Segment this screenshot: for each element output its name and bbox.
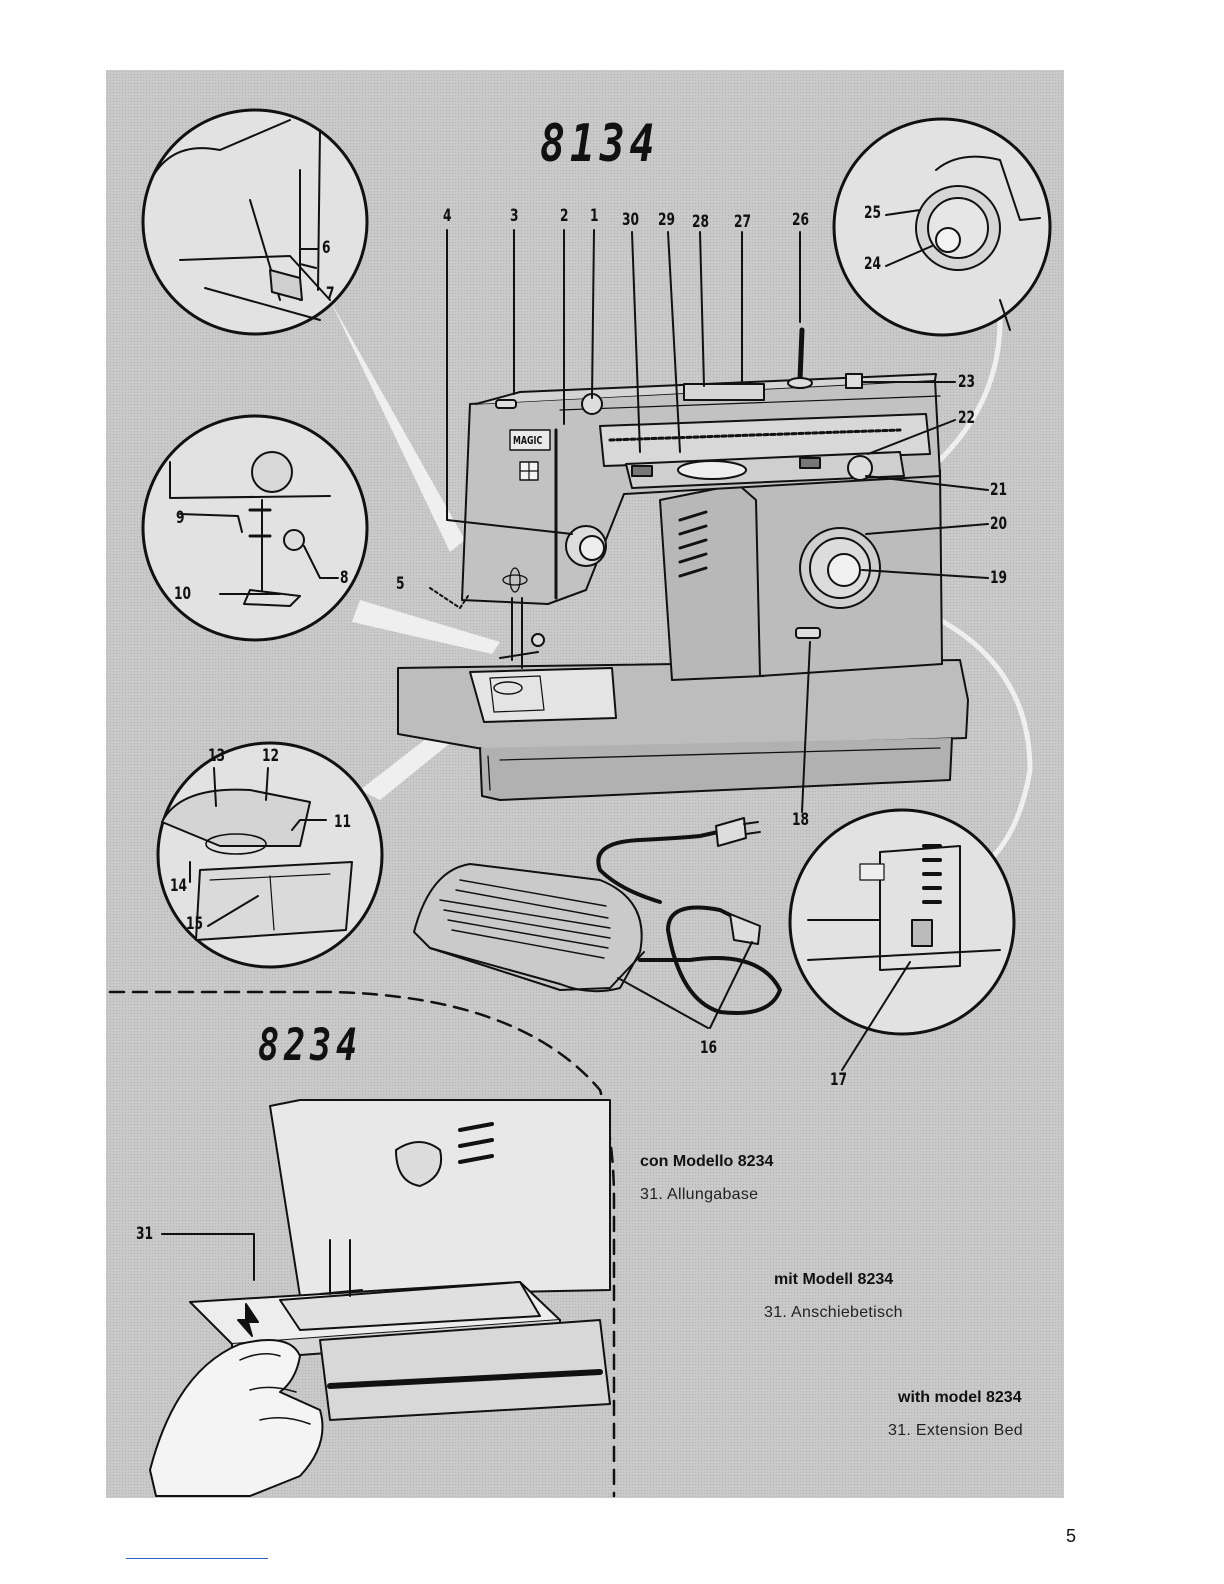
callout-21: 21: [990, 482, 1007, 499]
callout-10: 10: [174, 586, 191, 603]
callout-31: 31: [136, 1226, 153, 1243]
machine-base-front: [480, 738, 952, 800]
callout-15: 15: [186, 916, 203, 933]
callout-14: 14: [170, 878, 187, 895]
caption-heading-it: con Modello 8234: [640, 1153, 773, 1171]
callout-29: 29: [658, 212, 675, 229]
caption-item-de: 31. Anschiebetisch: [764, 1304, 903, 1322]
callout-8: 8: [340, 570, 349, 587]
machine-pillar: [660, 480, 764, 680]
callout-9: 9: [176, 510, 185, 527]
caption-heading-de: mit Modell 8234: [774, 1271, 893, 1289]
callout-1: 1: [590, 208, 599, 225]
callout-12: 12: [262, 748, 279, 765]
brand-badge: MAGIC: [513, 435, 542, 446]
hand: [150, 1340, 323, 1496]
footnote-rule: [126, 1558, 268, 1559]
callout-23: 23: [958, 374, 975, 391]
callout-28: 28: [692, 214, 709, 231]
callout-4: 4: [443, 208, 452, 225]
callout-25: 25: [864, 205, 881, 222]
caption-heading-en: with model 8234: [898, 1389, 1022, 1407]
callout-6: 6: [322, 240, 331, 257]
callout-3: 3: [510, 208, 519, 225]
callout-20: 20: [990, 516, 1007, 533]
callout-18: 18: [792, 812, 809, 829]
callout-7: 7: [326, 286, 335, 303]
callout-26: 26: [792, 212, 809, 229]
callout-16: 16: [700, 1040, 717, 1057]
callout-24: 24: [864, 256, 881, 273]
callout-13: 13: [208, 748, 225, 765]
callout-11: 11: [334, 814, 351, 831]
model-code-8234: 8234: [258, 1024, 362, 1068]
callout-19: 19: [990, 570, 1007, 587]
callout-27: 27: [734, 214, 751, 231]
page-number: 5: [1066, 1526, 1076, 1547]
caption-item-en: 31. Extension Bed: [888, 1422, 1023, 1440]
callout-17: 17: [830, 1072, 847, 1089]
callout-22: 22: [958, 410, 975, 427]
callout-2: 2: [560, 208, 569, 225]
detail-bubble-presser-foot: [143, 416, 367, 640]
model-code-8134: 8134: [540, 118, 659, 170]
caption-item-it: 31. Allungabase: [640, 1186, 758, 1204]
detail-bubble-socket: [790, 810, 1014, 1034]
callout-5: 5: [396, 576, 405, 593]
callout-30: 30: [622, 212, 639, 229]
